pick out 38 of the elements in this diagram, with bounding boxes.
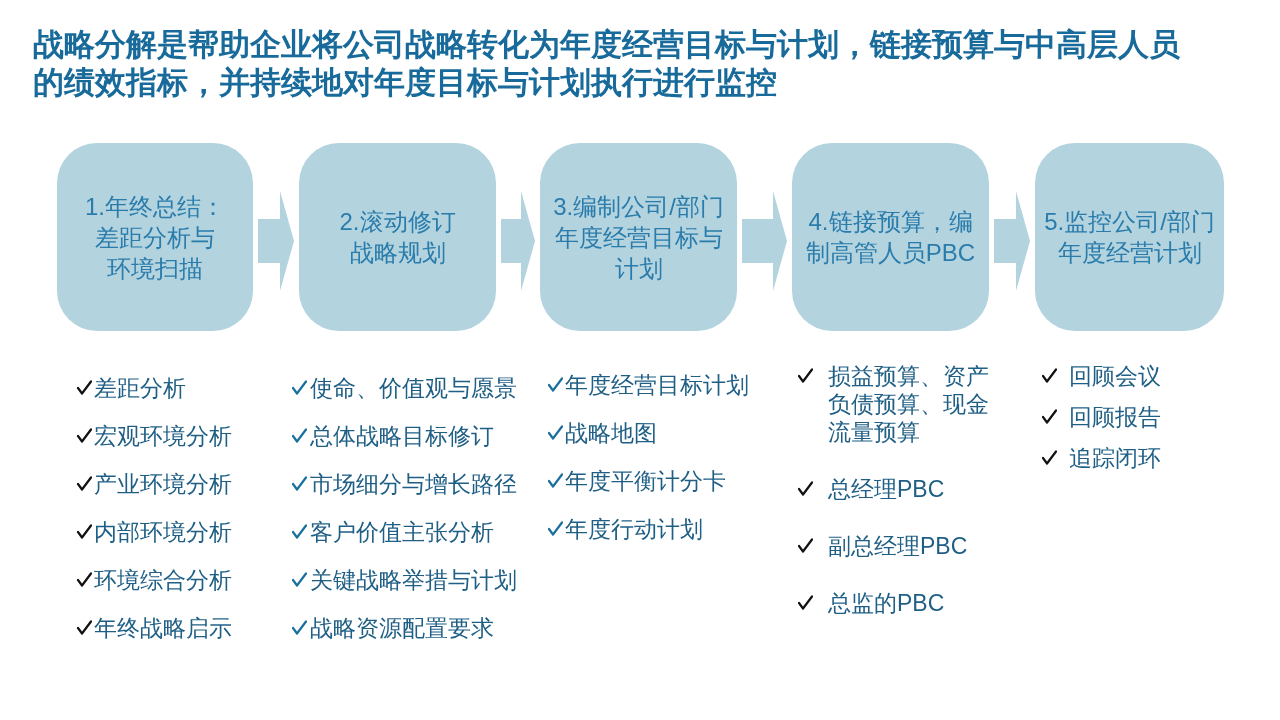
step-label: 4.链接预算，编制高管人员PBC (804, 207, 977, 268)
checklist-item: 产业环境分析 (94, 470, 232, 499)
step-box (792, 143, 989, 331)
block-arrow (742, 191, 787, 291)
checklist-item: 年度行动计划 (565, 515, 703, 544)
checklist-item: 年度经营目标计划 (565, 371, 749, 400)
step-label: 3.编制公司/部门年度经营目标与计划 (552, 191, 725, 284)
step-label: 5.监控公司/部门年度经营计划 (1043, 207, 1216, 268)
checklist-item: 差距分析 (94, 374, 186, 403)
step-label: 1.年终总结：差距分析与环境扫描 (84, 191, 226, 284)
checklist-item: 宏观环境分析 (94, 422, 232, 451)
step-label: 2.滚动修订战略规划 (338, 207, 457, 268)
checklist-item: 回顾报告 (1069, 403, 1161, 431)
checklist-item: 关键战略举措与计划 (310, 566, 517, 595)
checklist-item: 市场细分与增长路径 (310, 470, 517, 499)
checklist-item: 追踪闭环 (1069, 444, 1161, 472)
title: 战略分解是帮助企业将公司战略转化为年度经营目标与计划，链接预算与中高层人员的绩效指标，并持续地对年度目标与计划执行进行监控 (33, 26, 1181, 102)
block-arrow (994, 191, 1030, 291)
step-box (299, 143, 496, 331)
checklist-item: 内部环境分析 (94, 518, 232, 547)
checklist-item: 回顾会议 (1069, 362, 1161, 390)
checklist-item: 战略资源配置要求 (310, 614, 494, 643)
step-box (540, 143, 737, 331)
checklist-item: 总监的PBC (828, 589, 946, 617)
checklist-item: 战略地图 (565, 419, 657, 448)
block-arrow (501, 191, 535, 291)
checklist-item: 副总经理PBC (828, 532, 969, 560)
block-arrow (258, 191, 294, 291)
checklist-item: 年终战略启示 (94, 614, 232, 643)
checklist-item: 环境综合分析 (94, 566, 232, 595)
checklist-item: 总经理PBC (828, 475, 946, 503)
step-box (1035, 143, 1224, 331)
checklist-item: 年度平衡计分卡 (565, 467, 726, 496)
step-box (57, 143, 253, 331)
checklist-item: 客户价值主张分析 (310, 518, 494, 547)
checklist-item: 总体战略目标修订 (310, 422, 494, 451)
checklist-item: 损益预算、资产负债预算、现金流量预算 (828, 362, 990, 446)
checklist-item: 使命、价值观与愿景 (310, 374, 517, 403)
